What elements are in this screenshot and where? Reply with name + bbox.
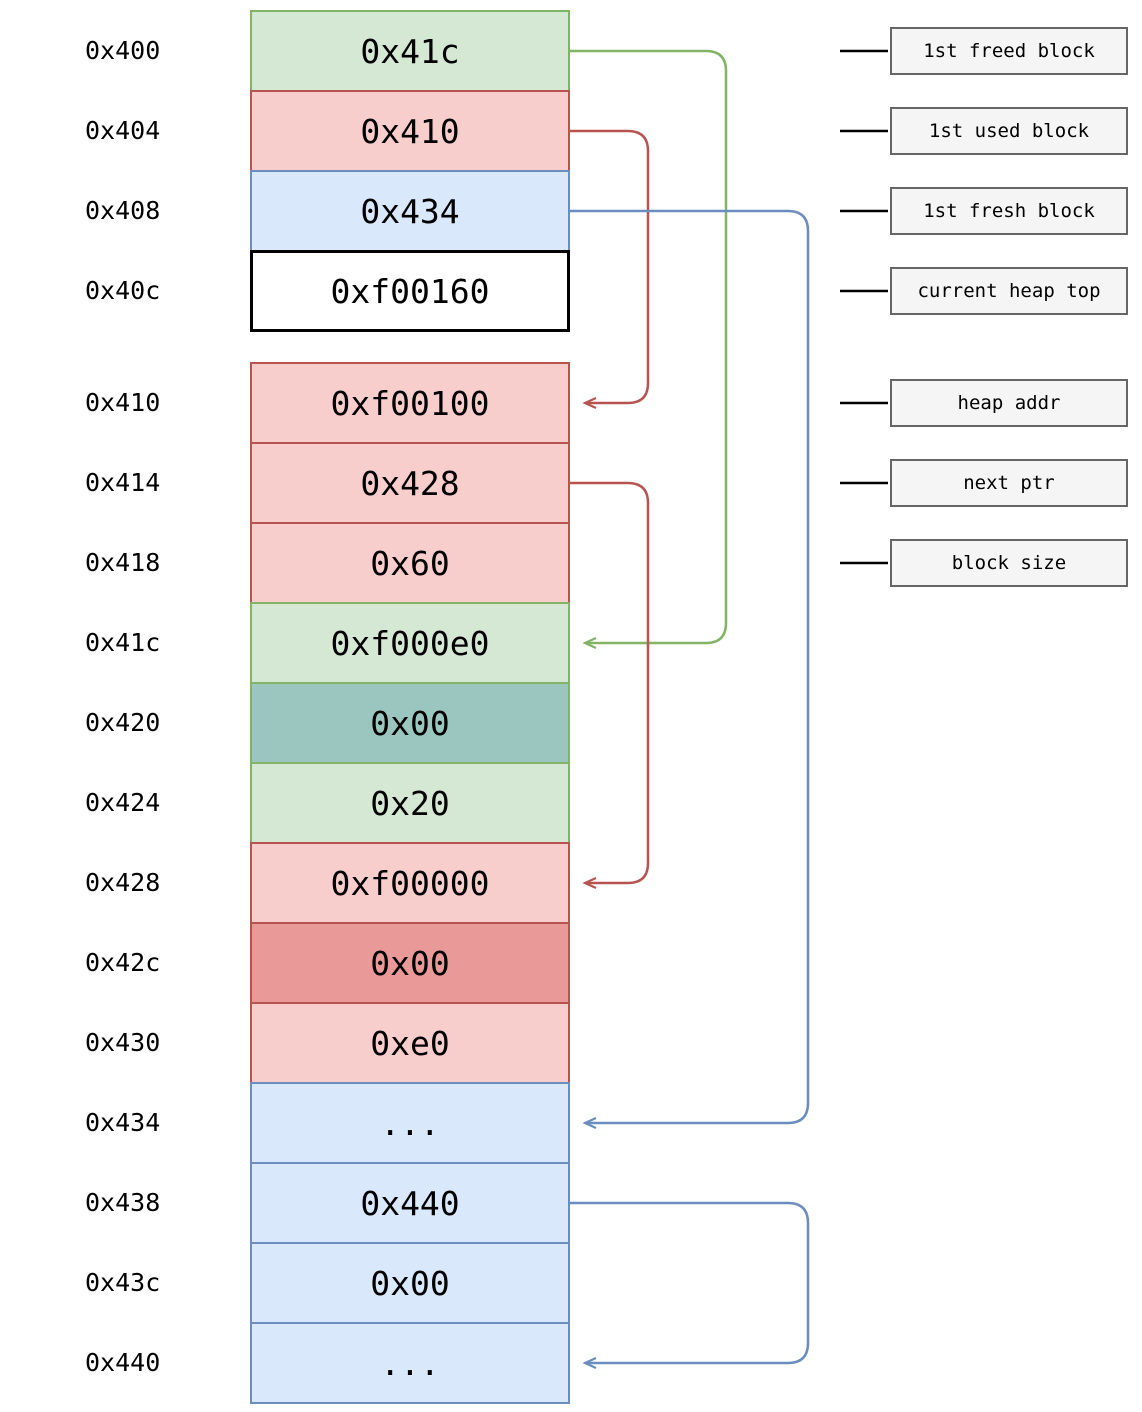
address-label-0x418: 0x418 [85,548,161,577]
memory-cell-0x438: 0x440 [250,1162,570,1244]
annotation-1st-freed-block: 1st freed block [890,27,1128,75]
cell-value: 0x00 [370,703,450,743]
cell-value: 0x60 [370,543,450,583]
pointer-0x414-to-0x428 [570,481,650,890]
memory-cell-0x420: 0x00 [250,682,570,764]
address-label-0x438: 0x438 [85,1188,161,1217]
annotation-heap-addr: heap addr [890,379,1128,427]
annotation-1st-used-block: 1st used block [890,107,1128,155]
address-label-0x40c: 0x40c [85,276,161,305]
memory-cell-0x424: 0x20 [250,762,570,844]
cell-value: 0xf00160 [330,271,490,311]
address-label-0x41c: 0x41c [85,628,161,657]
memory-cell-0x43c: 0x00 [250,1242,570,1324]
memory-cell-0x414: 0x428 [250,442,570,524]
memory-cell-0x418: 0x60 [250,522,570,604]
address-label-0x430: 0x430 [85,1028,161,1057]
address-label-0x424: 0x424 [85,788,161,817]
cell-value: 0xf00100 [330,383,490,423]
cell-value: 0x428 [360,463,460,503]
cell-value: 0xe0 [370,1023,450,1063]
pointer-0x408-to-0x434 [570,209,810,1130]
annotation-next-ptr: next ptr [890,459,1128,507]
annotation-current-heap-top: current heap top [890,267,1128,315]
address-label-0x408: 0x408 [85,196,161,225]
cell-value: 0x440 [360,1183,460,1223]
address-label-0x42c: 0x42c [85,948,161,977]
memory-cell-0x40c: 0xf00160 [250,250,570,332]
pointer-0x400-to-0x41c [570,49,728,650]
address-label-0x400: 0x400 [85,36,161,65]
cell-value: 0xf00000 [330,863,490,903]
address-label-0x404: 0x404 [85,116,161,145]
cell-value: 0x410 [360,111,460,151]
cell-value: ... [380,1103,440,1143]
address-label-0x440: 0x440 [85,1348,161,1377]
cell-value: 0x00 [370,1263,450,1303]
memory-cell-0x440: ... [250,1322,570,1404]
address-label-0x414: 0x414 [85,468,161,497]
memory-cell-0x404: 0x410 [250,90,570,172]
address-label-0x420: 0x420 [85,708,161,737]
pointer-0x404-to-0x410 [570,129,650,410]
cell-value: 0x00 [370,943,450,983]
cell-value: 0x20 [370,783,450,823]
memory-cell-0x430: 0xe0 [250,1002,570,1084]
memory-cell-0x400: 0x41c [250,10,570,92]
address-label-0x434: 0x434 [85,1108,161,1137]
cell-value: 0x434 [360,191,460,231]
address-label-0x410: 0x410 [85,388,161,417]
cell-value: 0xf000e0 [330,623,490,663]
address-label-0x43c: 0x43c [85,1268,161,1297]
memory-cell-0x41c: 0xf000e0 [250,602,570,684]
memory-cell-0x42c: 0x00 [250,922,570,1004]
memory-cell-0x428: 0xf00000 [250,842,570,924]
memory-cell-0x408: 0x434 [250,170,570,252]
address-label-0x428: 0x428 [85,868,161,897]
annotation-1st-fresh-block: 1st fresh block [890,187,1128,235]
memory-cell-0x410: 0xf00100 [250,362,570,444]
cell-value: ... [380,1343,440,1383]
annotation-block-size: block size [890,539,1128,587]
cell-value: 0x41c [360,31,460,71]
pointer-0x438-to-0x440 [570,1201,810,1370]
memory-cell-0x434: ... [250,1082,570,1164]
